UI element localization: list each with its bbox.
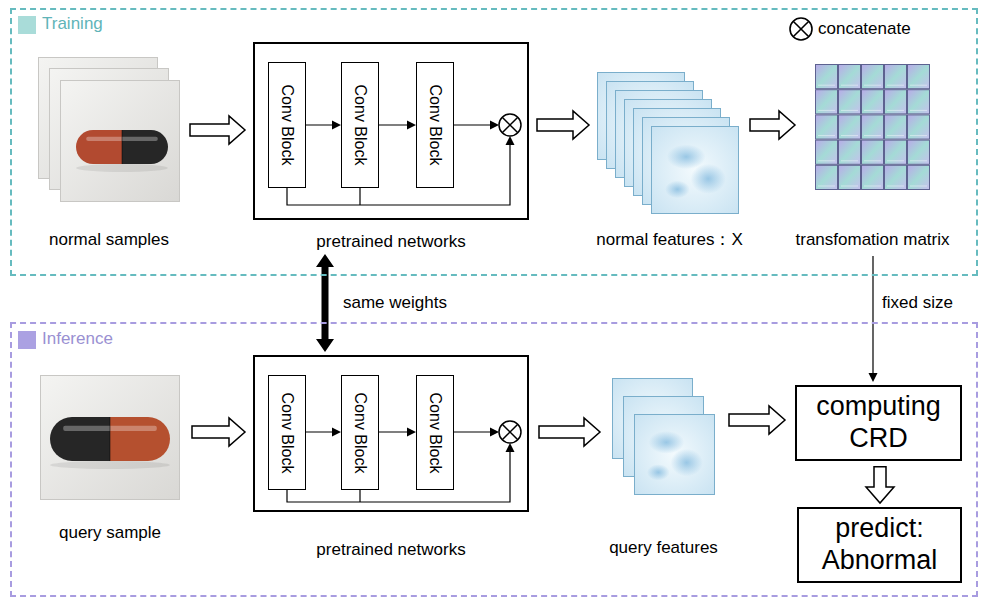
conv-block: Conv Block bbox=[341, 375, 379, 490]
network-box: pretrained networksConv BlockConv BlockC… bbox=[253, 355, 529, 512]
legend-concat-symbol bbox=[790, 18, 812, 40]
block-label: Conv Block bbox=[278, 392, 296, 473]
skip-connections bbox=[287, 125, 510, 502]
block-arrow bbox=[537, 111, 589, 139]
conv-block: Conv Block bbox=[268, 62, 306, 188]
flow-arrow bbox=[379, 428, 416, 437]
block-arrow bbox=[190, 116, 245, 144]
box-text: computing CRD bbox=[803, 391, 954, 455]
flow-arrow bbox=[306, 121, 341, 130]
flow-arrow bbox=[379, 121, 416, 130]
block-label: Conv Block bbox=[426, 392, 444, 473]
block-arrow bbox=[866, 467, 894, 503]
sample-images: normal samples bbox=[38, 57, 180, 202]
feature-illustration bbox=[612, 378, 715, 497]
legend-text: concatenate bbox=[818, 19, 911, 39]
block-label: Conv Block bbox=[426, 85, 444, 166]
conv-block: Conv Block bbox=[341, 62, 379, 188]
block-label: Conv Block bbox=[351, 85, 369, 166]
conv-block: Conv Block bbox=[416, 375, 454, 490]
block-arrow bbox=[729, 406, 785, 434]
band-title: Training bbox=[42, 14, 103, 34]
band-swatch bbox=[18, 16, 36, 34]
skip-arrowheads bbox=[490, 121, 515, 453]
query-image: query sample bbox=[40, 375, 180, 500]
shared-weights-arrow bbox=[316, 254, 334, 352]
feature-stack: query features bbox=[612, 378, 715, 497]
flow-arrow bbox=[306, 428, 341, 437]
caption: pretrained networks bbox=[316, 232, 465, 252]
process-box: computing CRD bbox=[795, 385, 962, 461]
box-text: predict: Abnormal bbox=[805, 513, 954, 577]
result-box: predict: Abnormal bbox=[797, 507, 962, 583]
block-label: Conv Block bbox=[351, 392, 369, 473]
caption: transfomation matrix bbox=[796, 230, 950, 250]
edge-label: fixed size bbox=[882, 293, 953, 313]
band-swatch bbox=[18, 331, 36, 349]
caption: normal features：X bbox=[596, 230, 742, 250]
caption: query sample bbox=[59, 523, 161, 543]
block-arrow bbox=[192, 418, 245, 446]
feature-illustration bbox=[597, 72, 742, 217]
block-arrow bbox=[539, 418, 600, 446]
band-title: Inference bbox=[42, 329, 113, 349]
caption: pretrained networks bbox=[316, 540, 465, 560]
edge-label: same weights bbox=[343, 293, 447, 313]
conv-block: Conv Block bbox=[268, 375, 306, 490]
feature-stack: normal features：X bbox=[597, 72, 742, 217]
matrix-illustration bbox=[815, 64, 930, 190]
capsule-photo bbox=[40, 375, 180, 500]
inference-band: Inference query sample pretrained networks… bbox=[10, 322, 978, 597]
matrix-grid: transfomation matrix bbox=[815, 64, 930, 190]
training-band: Training normal samples pretrained network… bbox=[10, 8, 978, 276]
block-arrow bbox=[750, 111, 795, 139]
conv-block: Conv Block bbox=[416, 62, 454, 188]
network-box: pretrained networksConv BlockConv BlockC… bbox=[253, 42, 529, 220]
block-label: Conv Block bbox=[278, 85, 296, 166]
caption: query features bbox=[609, 538, 718, 558]
caption: normal samples bbox=[49, 230, 169, 250]
capsule-photo bbox=[38, 57, 180, 202]
